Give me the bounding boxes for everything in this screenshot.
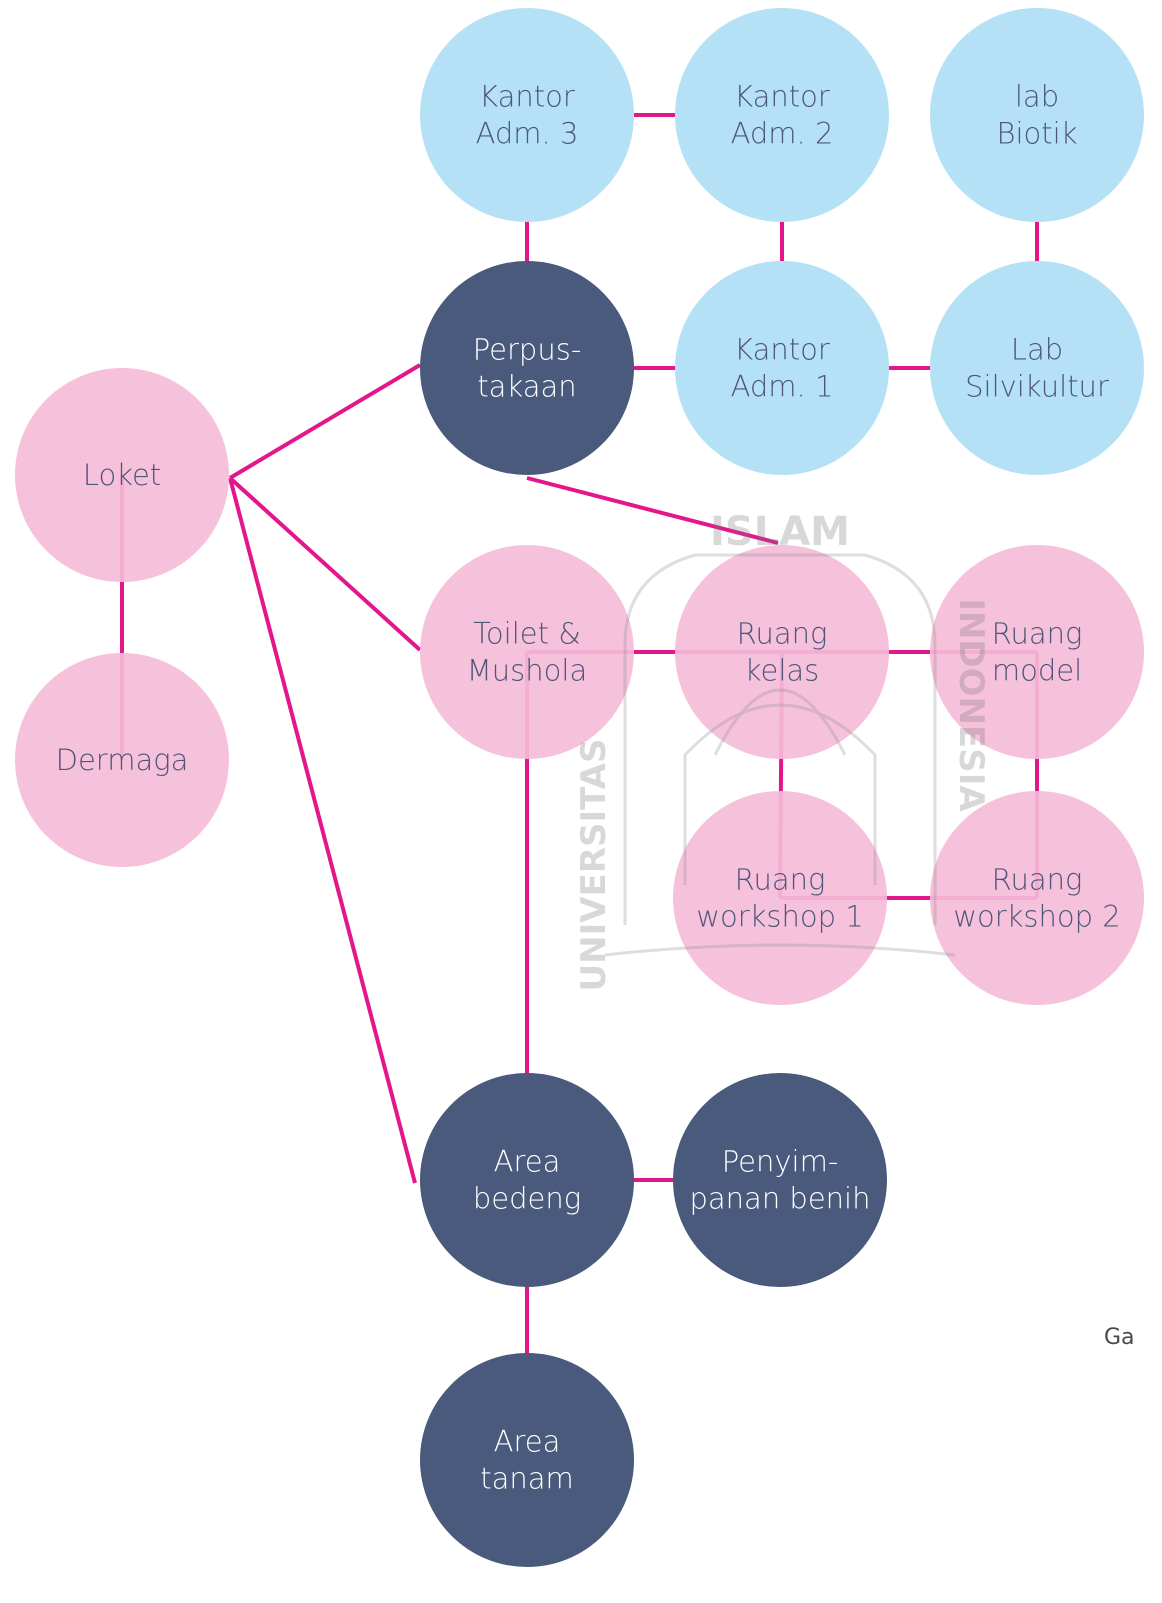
edge-loket-to-area-bedeng bbox=[228, 477, 417, 1184]
node-label-line: workshop 2 bbox=[953, 900, 1121, 934]
node-circle-ruang-workshop-1 bbox=[673, 791, 887, 1005]
node-loket: Loket bbox=[15, 368, 229, 582]
node-label-line: Adm. 2 bbox=[731, 117, 834, 151]
node-label-line: Toilet & bbox=[473, 617, 581, 651]
node-circle-area-bedeng bbox=[420, 1073, 634, 1287]
node-label-line: Penyim- bbox=[722, 1145, 839, 1179]
node-label-line: Area bbox=[494, 1145, 561, 1179]
edge-loket-to-perpustakaan bbox=[228, 363, 422, 480]
university-seal-watermark: ISLAM UNIVERSITAS INDONESIA bbox=[574, 509, 991, 992]
node-circle-lab-silvikultur bbox=[930, 261, 1144, 475]
node-circle-ruang-model bbox=[930, 545, 1144, 759]
watermark-top-text: ISLAM bbox=[710, 509, 850, 555]
node-circle-perpustakaan bbox=[420, 261, 634, 475]
watermark-right-text: INDONESIA bbox=[951, 598, 991, 812]
node-label-line: Ruang bbox=[737, 617, 828, 651]
node-label-dermaga: Dermaga bbox=[56, 743, 189, 777]
node-circle-area-tanam bbox=[420, 1353, 634, 1567]
node-circle-kantor-adm-1 bbox=[675, 261, 889, 475]
node-label-line: Loket bbox=[83, 458, 161, 492]
node-label-line: lab bbox=[1015, 80, 1059, 114]
node-label-line: takaan bbox=[477, 370, 576, 404]
node-label-line: Biotik bbox=[996, 117, 1077, 151]
node-label-line: kelas bbox=[745, 654, 820, 688]
node-toilet-mushola: Toilet &Mushola bbox=[420, 545, 634, 759]
node-label-line: Kantor bbox=[479, 80, 575, 114]
node-circle-toilet-mushola bbox=[420, 545, 634, 759]
node-label-line: model bbox=[992, 654, 1082, 688]
node-label-line: Silvikultur bbox=[965, 370, 1109, 404]
node-circle-dermaga bbox=[15, 653, 229, 867]
node-circle-kantor-adm-2 bbox=[675, 8, 889, 222]
node-label-line: Ruang bbox=[735, 863, 826, 897]
node-label-line: Perpus- bbox=[473, 333, 582, 367]
edge-loket-to-toilet-mushola bbox=[228, 476, 422, 652]
node-penyimpanan-benih: Penyim-panan benih bbox=[673, 1073, 887, 1287]
node-label-loket: Loket bbox=[83, 458, 161, 492]
edge-perpustakaan-to-ruang-kelas bbox=[526, 476, 779, 545]
node-label-line: Ruang bbox=[992, 863, 1083, 897]
node-label-line: Lab bbox=[1011, 333, 1063, 367]
node-label-line: panan benih bbox=[690, 1182, 871, 1216]
node-circle-kantor-adm-3 bbox=[420, 8, 634, 222]
node-label-line: Area bbox=[494, 1425, 561, 1459]
node-label-line: Kantor bbox=[734, 80, 830, 114]
node-label-line: Adm. 3 bbox=[476, 117, 579, 151]
node-label-line: Adm. 1 bbox=[731, 370, 834, 404]
node-circle-loket bbox=[15, 368, 229, 582]
caption-text: Ga bbox=[1104, 1325, 1135, 1350]
node-label-line: Mushola bbox=[467, 654, 587, 688]
node-label-perpustakaan: Perpus-takaan bbox=[473, 333, 582, 404]
node-label-penyimpanan-benih: Penyim-panan benih bbox=[690, 1145, 871, 1216]
node-label-line: bedeng bbox=[473, 1182, 581, 1216]
node-circle-penyimpanan-benih bbox=[673, 1073, 887, 1287]
node-label-line: Dermaga bbox=[56, 743, 189, 777]
node-perpustakaan: Perpus-takaan bbox=[420, 261, 634, 475]
node-circle-ruang-workshop-2 bbox=[930, 791, 1144, 1005]
watermark-left-text: UNIVERSITAS bbox=[574, 739, 614, 992]
node-circle-ruang-kelas bbox=[675, 545, 889, 759]
node-label-line: tanam bbox=[480, 1462, 574, 1496]
node-label-toilet-mushola: Toilet &Mushola bbox=[467, 617, 587, 688]
node-dermaga: Dermaga bbox=[15, 653, 229, 867]
node-label-line: Kantor bbox=[734, 333, 830, 367]
node-label-line: workshop 1 bbox=[696, 900, 864, 934]
node-label-line: Ruang bbox=[992, 617, 1083, 651]
node-circle-lab-biotik bbox=[930, 8, 1144, 222]
